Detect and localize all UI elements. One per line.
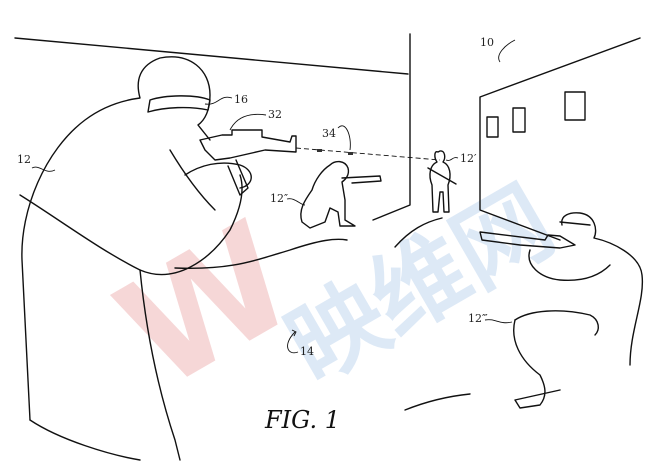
label-34: 34: [322, 127, 336, 140]
label-12-double-prime: 12″: [270, 192, 288, 205]
label-14: 14: [300, 345, 314, 358]
opponent-kneeling: [300, 160, 382, 229]
arrow-10: [498, 39, 516, 63]
floor-curves: [174, 217, 471, 411]
window: [564, 91, 586, 121]
label-12-triple-prime: 12‴: [468, 312, 488, 325]
label-10: 10: [480, 36, 494, 49]
window: [512, 107, 526, 133]
figure-caption: FIG. 1: [264, 406, 340, 434]
label-12-prime: 12′: [460, 152, 477, 165]
user-figure: [19, 56, 297, 461]
label-12: 12: [17, 153, 31, 166]
opponent-crouching: [479, 212, 644, 409]
svg-text:映维网: 映维网: [270, 166, 572, 404]
leader-lines: [31, 39, 516, 354]
label-32: 32: [268, 108, 282, 121]
label-16: 16: [234, 93, 248, 106]
watermark: W 映维网: [92, 166, 572, 423]
opponent-standing: [427, 150, 457, 213]
window: [486, 116, 499, 138]
room-walls: [14, 33, 641, 241]
projectile-path: [295, 147, 441, 161]
weapon: [199, 129, 297, 161]
